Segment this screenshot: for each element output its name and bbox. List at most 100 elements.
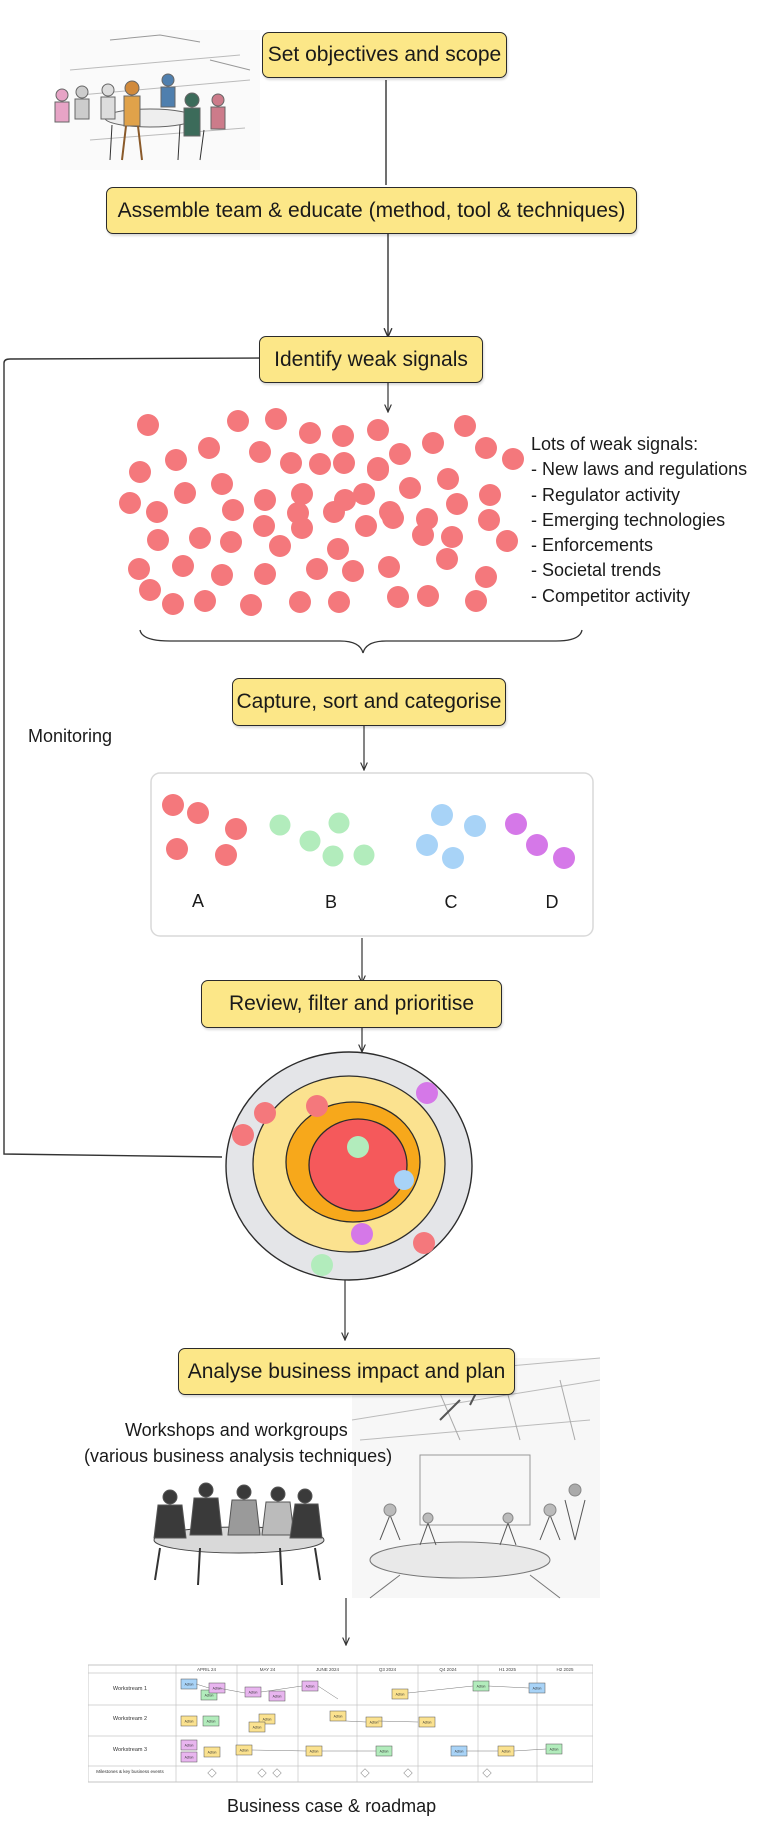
weak-signal-dot	[332, 425, 354, 447]
workshops-line-1: Workshops and workgroups	[125, 1420, 348, 1440]
roadmap-action-label: Action	[185, 1744, 194, 1748]
weak-signal-dot	[165, 449, 187, 471]
category-b-dot	[353, 844, 375, 866]
roadmap-action-label: Action	[455, 1750, 464, 1754]
weak-signal-dot	[128, 558, 150, 580]
weak-signal-dot	[475, 566, 497, 588]
roadmap-dependency-line	[217, 1687, 246, 1694]
milestone-diamond	[272, 1768, 282, 1778]
category-a-dot	[225, 818, 247, 840]
weak-signal-dot	[387, 586, 409, 608]
weak-signal-dot	[441, 526, 463, 548]
roadmap-column-header: H1 2025	[499, 1667, 517, 1672]
weak-signal-dot	[367, 459, 389, 481]
roadmap-row-label: Workstream 1	[113, 1686, 147, 1692]
roadmap-action-card	[268, 1690, 286, 1702]
roadmap-action-label: Action	[208, 1751, 217, 1755]
prioritised-signal-dot	[347, 1136, 369, 1158]
roadmap-action-card	[180, 1739, 198, 1751]
weak-signal-dot	[436, 548, 458, 570]
milestone-diamond	[360, 1768, 370, 1778]
roadmap-action-label: Action	[477, 1685, 486, 1689]
category-c-dot	[416, 834, 438, 856]
roadmap-action-label: Action	[207, 1720, 216, 1724]
category-dots	[162, 794, 575, 869]
roadmap-action-card	[418, 1716, 436, 1728]
weak-signal-dot	[147, 529, 169, 551]
signal-item: - Enforcements	[531, 535, 654, 556]
weak-signal-dot	[382, 507, 404, 529]
prioritised-signal-dots	[232, 1082, 438, 1276]
weak-signal-dot	[222, 499, 244, 521]
roadmap-action-label: Action	[249, 1691, 258, 1695]
weak-signal-dot	[139, 579, 161, 601]
workshops-line-2: (various business analysis techniques)	[84, 1446, 393, 1466]
weak-signal-dot	[412, 524, 434, 546]
step-assemble-team: Assemble team & educate (method, tool & …	[106, 187, 637, 234]
category-a-dot	[166, 838, 188, 860]
roadmap-dependency-line	[407, 1685, 474, 1694]
weak-signals-heading: Lots of weak signals:	[531, 434, 699, 454]
weak-signal-dot	[417, 585, 439, 607]
weak-signal-dot	[502, 448, 524, 470]
category-c-dot	[464, 815, 486, 837]
roadmap-action-card	[391, 1688, 409, 1700]
weak-signal-dot	[254, 563, 276, 585]
weak-signal-dot	[378, 556, 400, 578]
weak-signal-dot	[227, 410, 249, 432]
monitoring-loop-line	[3, 358, 272, 1158]
priority-target	[225, 1051, 473, 1281]
weak-signal-dot	[249, 441, 271, 463]
workshop-sketch-image	[153, 1482, 325, 1586]
roadmap-dependency-line	[377, 1720, 419, 1723]
category-c-dot	[442, 847, 464, 869]
roadmap-dependency-line	[251, 1749, 307, 1752]
roadmap-action-label: Action	[502, 1750, 511, 1754]
category-b-dot	[322, 845, 344, 867]
prioritised-signal-dot	[311, 1254, 333, 1276]
category-d-dot	[505, 813, 527, 835]
category-d-dot	[553, 847, 575, 869]
weak-signal-dot	[323, 501, 345, 523]
roadmap-dependency-line	[345, 1720, 367, 1723]
weak-signal-dot	[399, 477, 421, 499]
prioritised-signal-dot	[351, 1223, 373, 1245]
step-capture-sort-categorise: Capture, sort and categorise	[232, 678, 506, 726]
roadmap-dependency-line	[317, 1685, 339, 1700]
roadmap-action-card	[203, 1746, 221, 1758]
roadmap-action-label: Action	[240, 1749, 249, 1753]
roadmap-action-label: Action	[185, 1720, 194, 1724]
weak-signal-dot	[291, 517, 313, 539]
milestone-diamond	[482, 1768, 492, 1778]
category-label-b: B	[324, 892, 337, 912]
signal-item: - Competitor activity	[531, 585, 691, 606]
category-b-dot	[269, 814, 291, 836]
prioritised-signal-dot	[232, 1124, 254, 1146]
weak-signal-dot	[289, 591, 311, 613]
roadmap-action-label: Action	[185, 1756, 194, 1760]
roadmap-column-header: APRIL 24	[197, 1667, 217, 1672]
roadmap-action-label: Action	[334, 1715, 343, 1719]
roadmap-dependency-line	[513, 1748, 547, 1752]
milestone-diamond	[207, 1768, 217, 1778]
roadmap-action-label: Action	[205, 1694, 214, 1698]
step-set-objectives: Set objectives and scope	[262, 32, 507, 78]
prioritised-signal-dot	[416, 1082, 438, 1104]
weak-signal-dot	[269, 535, 291, 557]
roadmap-action-label: Action	[370, 1721, 379, 1725]
weak-signal-dot	[342, 560, 364, 582]
roadmap-action-label: Action	[185, 1683, 194, 1687]
team-sketch-image	[54, 30, 260, 170]
roadmap-column-header: Q4 2024	[439, 1667, 457, 1672]
roadmap-column-header: MAY 24	[260, 1667, 276, 1672]
weak-signal-dot	[454, 415, 476, 437]
weak-signal-dot	[479, 484, 501, 506]
weak-signal-dot	[146, 501, 168, 523]
roadmap-action-card	[202, 1715, 220, 1727]
roadmap-action-label: Action	[310, 1750, 319, 1754]
category-a-dot	[215, 844, 237, 866]
weak-signal-dot	[328, 591, 350, 613]
category-label-a: A	[191, 891, 204, 911]
weak-signal-dot	[437, 468, 459, 490]
category-b-dot	[328, 812, 350, 834]
